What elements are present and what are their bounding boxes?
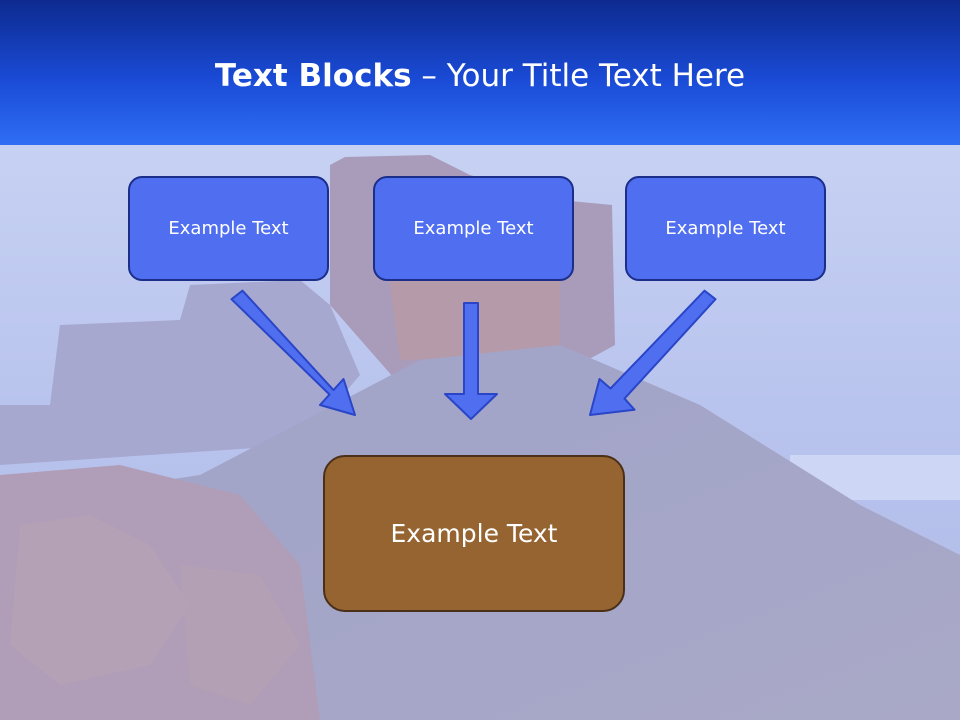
title-bar: [0, 0, 960, 145]
slide-title: Text Blocks – Your Title Text Here: [0, 52, 960, 100]
arrow-right: [589, 289, 717, 416]
text-block-1: Example Text: [128, 176, 329, 281]
target-block-label: Example Text: [390, 519, 558, 548]
arrow-middle: [444, 302, 498, 420]
text-block-3: Example Text: [625, 176, 826, 281]
text-block-1-label: Example Text: [168, 218, 289, 239]
title-rest: – Your Title Text Here: [411, 58, 746, 94]
text-block-3-label: Example Text: [665, 218, 786, 239]
text-block-2-label: Example Text: [413, 218, 534, 239]
text-block-2: Example Text: [373, 176, 574, 281]
title-bold: Text Blocks: [214, 58, 412, 94]
arrow-left: [230, 289, 356, 416]
target-block: Example Text: [323, 455, 625, 612]
